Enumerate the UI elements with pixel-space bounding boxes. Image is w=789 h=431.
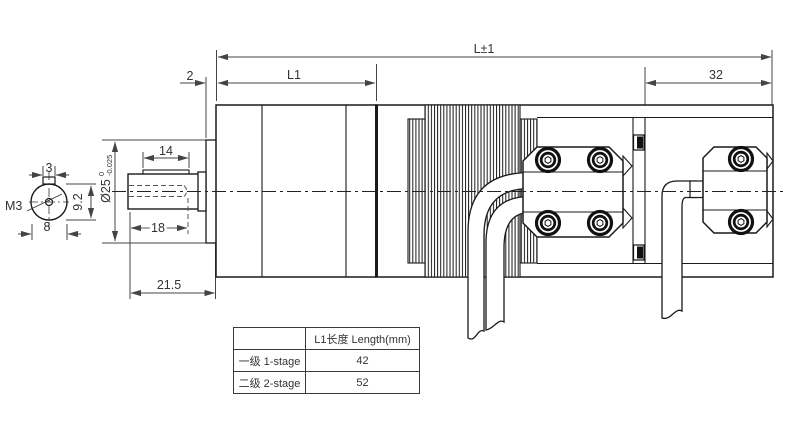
table-row: 二级 2-stage 52 [233, 371, 420, 394]
dim-shaft-flat-height: 9.2 [71, 193, 85, 210]
dim-shaft-width: 8 [44, 220, 51, 234]
dim-front-offset: 2 [187, 69, 194, 83]
stage1-value: 42 [305, 349, 420, 372]
socket-head-screw [586, 209, 614, 237]
thread-callout: M3 [5, 199, 22, 213]
motor-lead-wires [467, 171, 531, 340]
retaining-clips [632, 134, 645, 261]
dim-shaft-length: 21.5 [157, 278, 181, 292]
table-header-row: L1长度 Length(mm) [233, 327, 420, 350]
encoder-lead-wire [661, 180, 698, 320]
stage1-label: 一级 1-stage [233, 349, 306, 372]
gearbox-housing [215, 104, 377, 278]
m3-leader-line [26, 193, 63, 212]
rear-connector-block [689, 145, 774, 236]
dim-shaft-flat-length: 14 [159, 144, 173, 158]
dim-rear-cap-length: 32 [709, 68, 723, 82]
dim-hole-depth: 18 [151, 221, 165, 235]
dim-gear-stage-length: L1 [287, 68, 301, 82]
dim-pilot-diameter: Ø25 [99, 179, 113, 203]
table-header-empty [233, 327, 306, 350]
dim-flat-width: 3 [46, 161, 53, 175]
socket-head-screw [586, 146, 614, 174]
table-header-l1-length: L1长度 Length(mm) [305, 327, 420, 350]
shaft-end-view: 3 M3 9.2 8 [5, 161, 96, 240]
stage2-value: 52 [305, 371, 420, 394]
top-dimensions [180, 50, 773, 138]
terminal-block [522, 146, 633, 238]
stage2-label: 二级 2-stage [233, 371, 306, 394]
socket-head-screw [727, 208, 755, 236]
socket-head-screw [534, 209, 562, 237]
l1-length-table: L1长度 Length(mm) 一级 1-stage 42 二级 2-stage… [233, 327, 420, 394]
shaft-detail-view: Ø25 0 -0.025 14 18 21.5 [97, 139, 218, 299]
dim-pilot-tol-upper: 0 [97, 172, 106, 176]
dim-overall-length: L±1 [474, 42, 495, 56]
table-row: 一级 1-stage 42 [233, 349, 420, 372]
socket-head-screw [727, 145, 755, 173]
dim-pilot-tol-lower: -0.025 [105, 155, 114, 176]
socket-head-screw [534, 146, 562, 174]
